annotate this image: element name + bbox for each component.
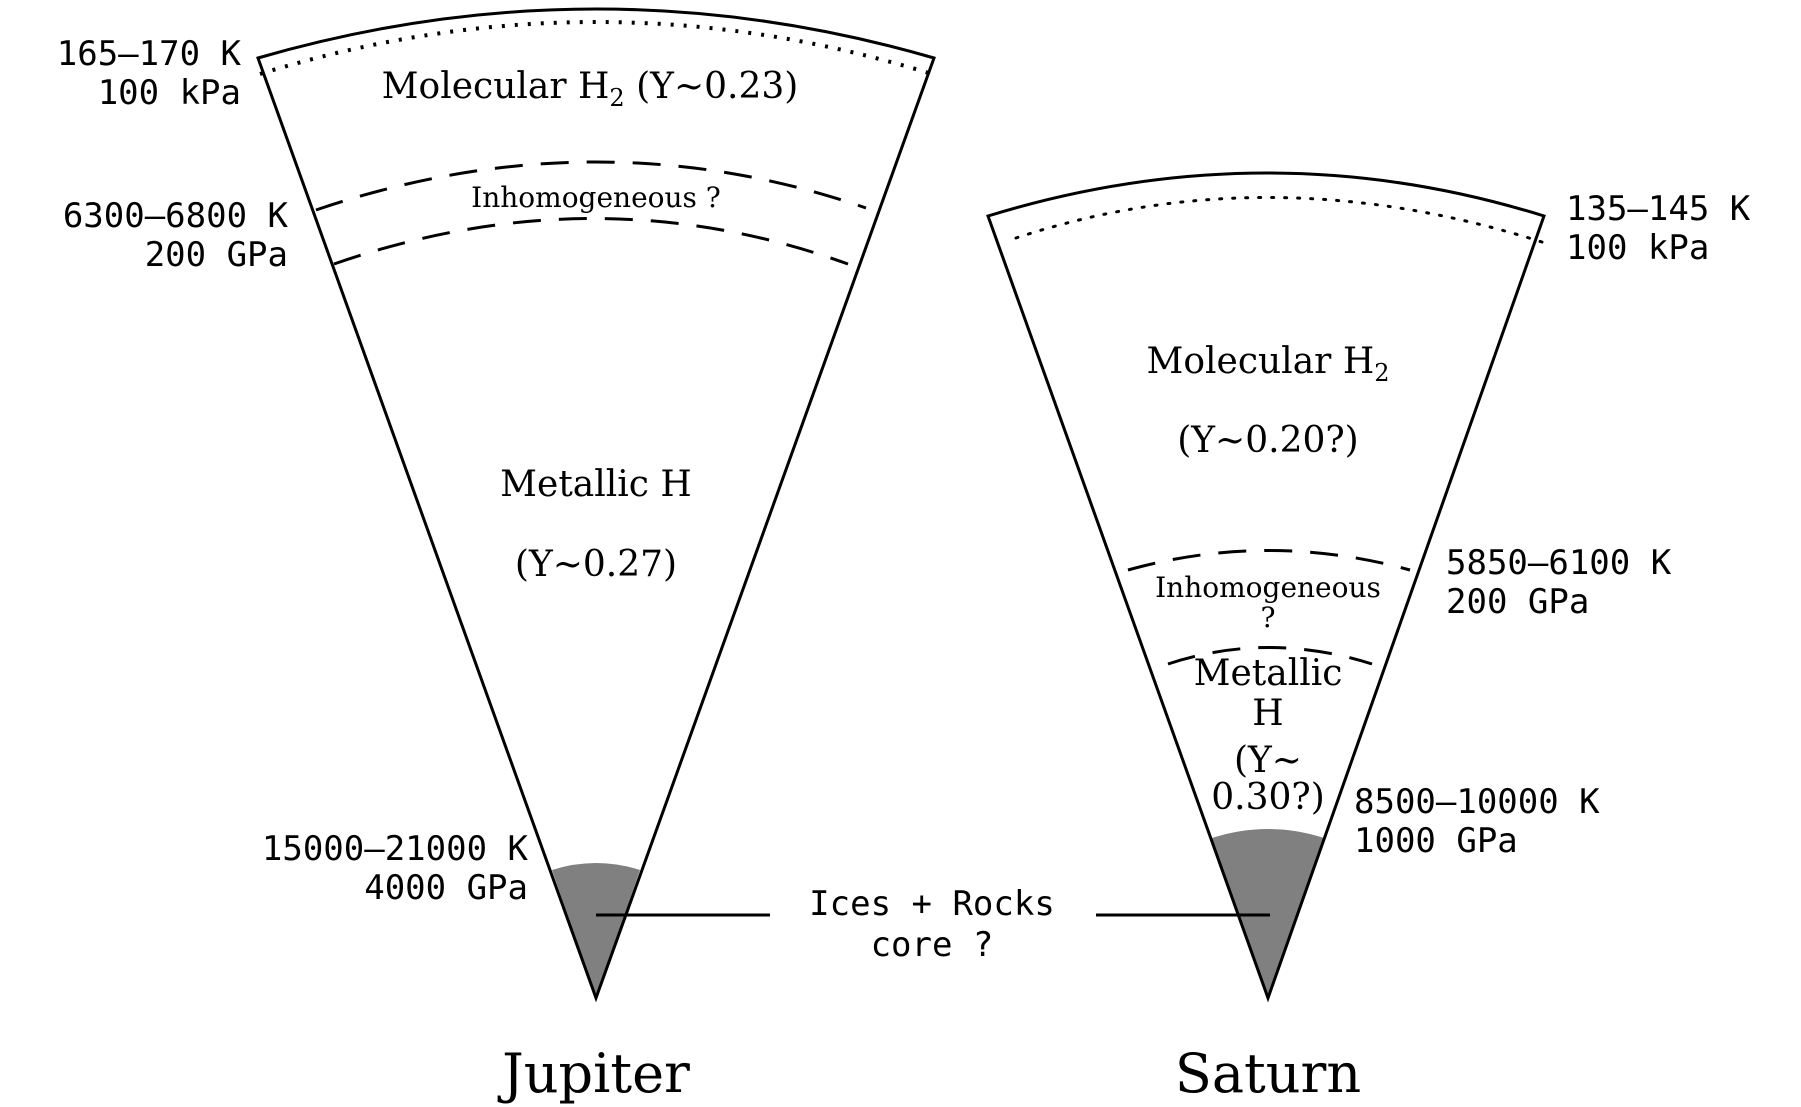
jupiter-core — [552, 863, 640, 998]
jupiter-core-boundary-pressure: 4000 GPa — [364, 868, 528, 908]
saturn-transition-pressure: 200 GPa — [1446, 582, 1589, 622]
jupiter-inhomogeneous-label: Inhomogeneous ? — [471, 181, 721, 214]
saturn-labels: 135–145 K 100 kPa 5850–6100 K 200 GPa 85… — [1146, 189, 1750, 1105]
jupiter-surface-pressure: 100 kPa — [98, 73, 241, 113]
saturn-surface-temp: 135–145 K — [1566, 189, 1751, 229]
jupiter-dashed-boundary-upper — [315, 160, 867, 212]
jupiter-transition-pressure: 200 GPa — [145, 235, 288, 275]
core-callout: Ices + Rocks core ? — [596, 884, 1270, 965]
saturn-metallic-y-line1: (Y~ — [1234, 740, 1302, 781]
jupiter-dashed-boundary-lower — [333, 217, 849, 266]
saturn-inhomogeneous-label: Inhomogeneous — [1155, 571, 1381, 604]
saturn-inhomogeneous-question: ? — [1260, 601, 1275, 634]
core-label-line1: Ices + Rocks — [809, 884, 1055, 924]
jupiter-core-boundary-temp: 15000–21000 K — [262, 829, 529, 869]
saturn-metallic-label-line1: Metallic — [1194, 653, 1343, 694]
jupiter-metallic-label: Metallic H — [500, 464, 692, 505]
saturn-outline — [986, 171, 1546, 1003]
jupiter-transition-temp: 6300–6800 K — [63, 196, 289, 236]
jupiter-outline — [256, 7, 936, 1003]
saturn-surface-pressure: 100 kPa — [1566, 228, 1709, 268]
saturn-molecular-y-label: (Y~0.20?) — [1177, 420, 1358, 461]
saturn-molecular-layer-label: Molecular H2 — [1146, 341, 1389, 387]
saturn-dashed-boundary-upper — [1127, 549, 1411, 572]
saturn-metallic-label-line2: H — [1252, 693, 1283, 734]
saturn-core-boundary-temp: 8500–10000 K — [1354, 782, 1600, 822]
core-label-line2: core ? — [871, 925, 994, 965]
saturn-core-boundary-pressure: 1000 GPa — [1354, 821, 1518, 861]
jupiter-molecular-layer-label: Molecular H2 (Y~0.23) — [382, 66, 799, 112]
saturn-title: Saturn — [1175, 1042, 1361, 1105]
jupiter-labels: 165–170 K 100 kPa 6300–6800 K 200 GPa 15… — [57, 34, 799, 1105]
jupiter-metallic-y-label: (Y~0.27) — [515, 544, 677, 585]
jupiter-title: Jupiter — [497, 1042, 690, 1105]
saturn-dashed-boundary-lower — [1167, 646, 1373, 666]
jupiter-surface-temp: 165–170 K — [57, 34, 242, 74]
saturn-metallic-y-line2: 0.30?) — [1211, 777, 1325, 818]
jupiter-sector — [256, 7, 936, 1003]
saturn-dotted-top-layer — [1014, 196, 1544, 244]
saturn-transition-temp: 5850–6100 K — [1446, 543, 1672, 583]
